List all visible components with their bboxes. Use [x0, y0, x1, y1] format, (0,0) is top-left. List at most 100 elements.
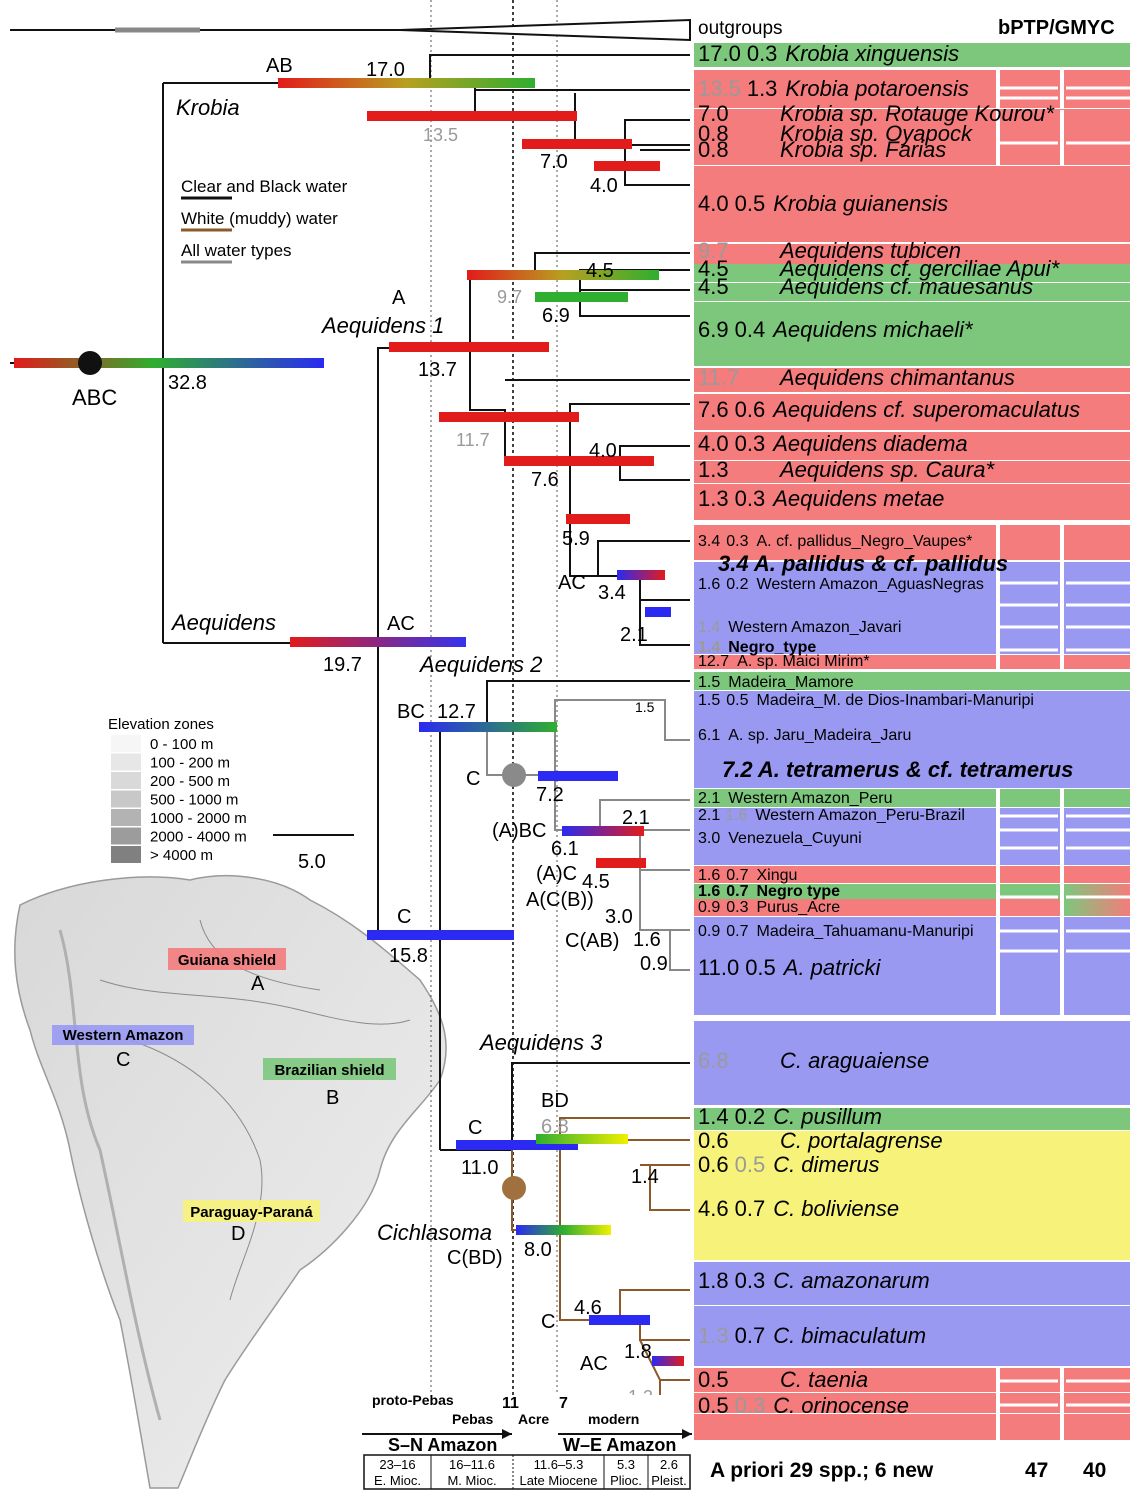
- age-error: 0.5: [726, 692, 748, 709]
- node-label: 7.0: [540, 151, 568, 173]
- species-block-mixed: [1064, 884, 1130, 916]
- species-name: Krobia sp. Farias: [780, 137, 946, 162]
- node-label: 4.6: [574, 1297, 602, 1319]
- species-row: 4.5 Aequidens cf. gerciliae Apui*: [698, 256, 1061, 281]
- age-epoch: Pleist.: [651, 1473, 686, 1488]
- age-estimate: 4.5: [698, 256, 729, 281]
- age-estimate: 4.0: [698, 431, 729, 456]
- elevation-swatch: [111, 735, 141, 752]
- species-name: Krobia sp. Oyapock: [780, 121, 973, 146]
- node-label: 3.4: [598, 582, 626, 604]
- node-label: 5.9: [562, 528, 590, 550]
- age-error: 0.3: [735, 431, 766, 456]
- species-name: Madeira_Mamore: [728, 674, 853, 691]
- species-block: [694, 244, 1130, 264]
- age-estimate: 1.5: [698, 692, 720, 709]
- age-estimate: 0.9: [698, 923, 720, 940]
- clade-aequidens: Aequidens: [170, 610, 276, 635]
- age-error: 1.3: [747, 76, 778, 101]
- age-estimate: 1.6: [698, 883, 720, 900]
- node-label: C: [541, 1311, 555, 1333]
- species-name: Aequidens cf. mauesanus: [778, 274, 1033, 299]
- node-label: 4.0: [590, 175, 618, 197]
- arrow-label: S–N Amazon: [388, 1435, 497, 1455]
- age-error: 0.3: [735, 1268, 766, 1293]
- node-label: 9.7: [497, 287, 522, 307]
- species-block: [694, 1108, 1130, 1130]
- species-block: [694, 461, 1130, 483]
- age-estimate: 11.7: [698, 365, 739, 390]
- timeline-phase: Acre: [518, 1411, 549, 1427]
- species-name: C. araguaiense: [780, 1048, 929, 1073]
- node-label: 6.9: [542, 305, 570, 327]
- age-error: 0.3: [735, 486, 766, 511]
- age-estimate: 1.5: [698, 674, 720, 691]
- node-bars: [14, 78, 684, 1366]
- species-name: C. taenia: [780, 1367, 868, 1392]
- water-type-legend: Clear and Black water White (muddy) wate…: [181, 177, 348, 264]
- species-name: Western Amazon_Peru: [728, 790, 892, 807]
- node-label: C: [466, 768, 480, 790]
- node-label: 3.0: [605, 906, 633, 928]
- node-label: 12.7: [437, 701, 476, 723]
- elevation-item: 100 - 200 m: [150, 755, 230, 772]
- elevation-swatch: [111, 827, 141, 845]
- species-block: [694, 1262, 1130, 1305]
- species-block: [694, 166, 1130, 242]
- node-label: BD: [541, 1090, 569, 1112]
- scale-label: 5.0: [298, 851, 326, 873]
- species-name: A. cf. pallidus_Negro_Vaupes*: [757, 533, 973, 550]
- species-block: [694, 866, 1130, 883]
- elevation-item: 1000 - 2000 m: [150, 810, 247, 827]
- node-label: ABC: [72, 385, 117, 410]
- species-name: A. sp. Maici Mirim*: [737, 653, 869, 670]
- age-error: 0.7: [735, 1196, 766, 1221]
- age-estimate: 1.4: [698, 619, 720, 636]
- legend-all-water: All water types: [181, 241, 292, 260]
- age-epoch: M. Mioc.: [447, 1473, 496, 1488]
- age-estimate: 4.6: [698, 1196, 729, 1221]
- age-error: 0.2: [735, 1104, 766, 1129]
- age-error: 0.3: [735, 1393, 766, 1418]
- node-label: 32.8: [168, 372, 207, 394]
- age-estimate: 17.0: [698, 41, 741, 66]
- age-error: 0.5: [735, 1152, 766, 1177]
- age-range: 23–16: [379, 1457, 415, 1472]
- node-label: C: [397, 906, 411, 928]
- species-name: Krobia xinguensis: [785, 41, 959, 66]
- elevation-item: 2000 - 4000 m: [150, 829, 247, 846]
- species-block: [694, 283, 1130, 301]
- age-estimate: 6.9: [698, 317, 729, 342]
- species-block: [694, 1021, 1130, 1105]
- age-estimate: 1.8: [698, 1268, 729, 1293]
- map-region-name: Guiana shield: [178, 952, 276, 969]
- node-label: 1.5: [635, 699, 655, 715]
- species-name: C. bimaculatum: [773, 1323, 926, 1348]
- node-label: 1.4: [631, 1166, 659, 1188]
- species-name: Aequidens cf. gerciliae Apui*: [778, 256, 1061, 281]
- age-estimate: 6.1: [698, 727, 720, 744]
- age-estimate: 13.5: [698, 76, 741, 101]
- map-region-name: Brazilian shield: [274, 1062, 384, 1079]
- arrow-label: W–E Amazon: [563, 1435, 676, 1455]
- age-error: 0.3: [726, 533, 748, 550]
- species-block: [694, 899, 1130, 916]
